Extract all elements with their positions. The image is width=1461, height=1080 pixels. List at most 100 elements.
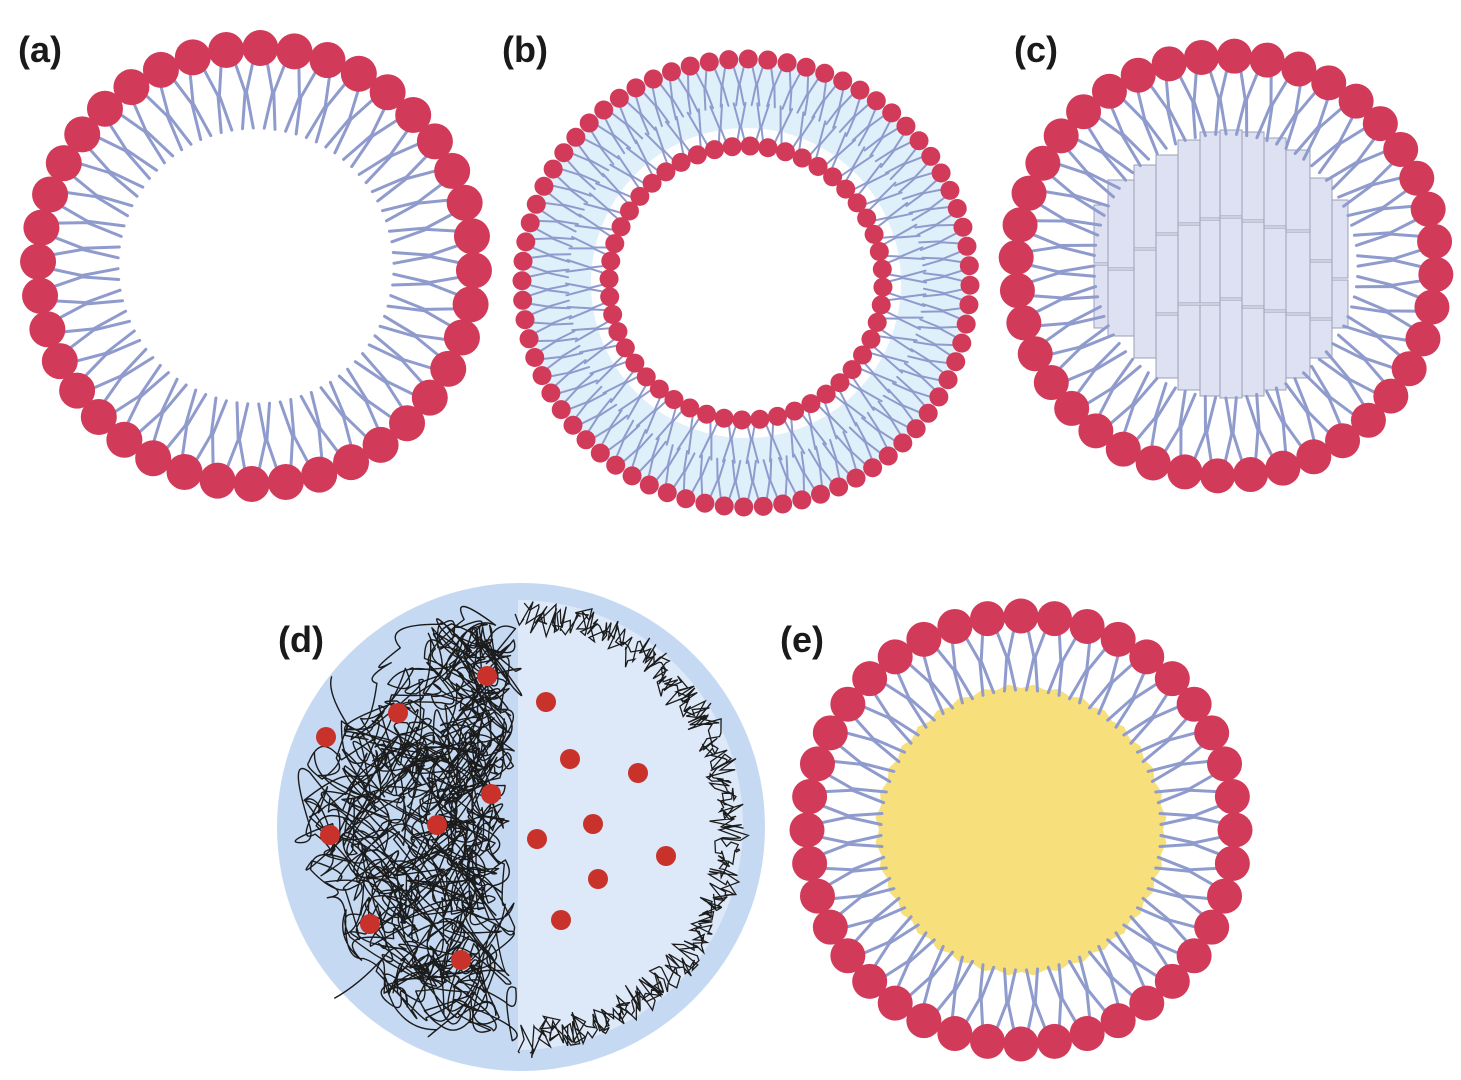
lipid-head (815, 63, 835, 83)
lipid-head (1120, 57, 1156, 93)
lipid-head (719, 50, 739, 70)
lipid-head (938, 370, 958, 390)
drug-dot (583, 814, 603, 834)
crystal-block (1155, 314, 1179, 379)
lipid-head (937, 608, 973, 644)
lipid-tail (1032, 199, 1102, 227)
lipid-head (792, 845, 828, 881)
crystal-block (1177, 304, 1201, 391)
lipid-tail (650, 82, 670, 124)
lipid-head (430, 350, 467, 387)
inner-lipid-head (722, 137, 742, 157)
lipid-tail (590, 409, 623, 441)
lipid-head (906, 419, 926, 439)
lipid-tail (756, 62, 765, 107)
lipid-head (953, 217, 973, 237)
lipid-tail (992, 967, 1009, 1037)
lipid-tail (872, 406, 904, 439)
lipid-tail (950, 633, 974, 701)
lipid-head (753, 496, 773, 516)
drug-dot (536, 692, 556, 712)
lipid-tail (1082, 119, 1135, 175)
lipid-head (1217, 812, 1253, 848)
lipid-tail (1030, 305, 1102, 328)
lipid-head (999, 273, 1035, 309)
lipid-head (20, 243, 57, 280)
lipid-tail (1158, 801, 1228, 818)
lipid-head (1194, 909, 1230, 945)
lipid-head (362, 426, 399, 463)
lipid-tail (889, 154, 927, 181)
lipid-tail (930, 955, 964, 1019)
lipid-head (929, 387, 949, 407)
panel-label-b: (b) (502, 29, 548, 70)
lipid-head (267, 463, 304, 500)
lipid-tail (1164, 70, 1187, 142)
lipid-head (106, 421, 143, 458)
lipid-head (1100, 1003, 1136, 1039)
lipid-tail (1293, 377, 1336, 440)
lipid-tail (391, 282, 466, 299)
lipid-tail (1222, 396, 1234, 471)
lipid-tail (190, 396, 218, 469)
lipid-tail (686, 69, 699, 113)
inner-lipid-head (842, 360, 862, 380)
drug-dot (656, 846, 676, 866)
lipid-tail (907, 355, 948, 376)
lipid-head (199, 462, 236, 499)
polymer-matrix (294, 605, 523, 1042)
lipid-tail (553, 172, 592, 197)
inner-lipid-head (758, 138, 778, 158)
polymer-wall (514, 601, 750, 1059)
lipid-tail (1116, 92, 1159, 155)
lipid-tail (564, 156, 600, 184)
crystal-block (1309, 177, 1333, 261)
lipid-head (1362, 106, 1398, 142)
lipid-head (1417, 223, 1453, 259)
lipid-tail (223, 401, 240, 476)
lipid-head (960, 275, 980, 295)
lipid-head (734, 497, 754, 517)
panel-label-a: (a) (18, 29, 62, 70)
lipid-tail (384, 197, 458, 223)
lipid-tail (816, 855, 886, 872)
inner-lipid-head (740, 136, 760, 156)
lipid-head (551, 400, 571, 420)
lipid-tail (1046, 965, 1063, 1035)
lipid-head (959, 256, 979, 276)
inner-lipid-head (808, 156, 828, 176)
lipid-tail (1356, 246, 1430, 261)
lipid-tail (238, 402, 250, 479)
lipid-tail (577, 398, 612, 427)
lipid-tail (602, 114, 631, 149)
lipid-head (22, 277, 59, 314)
lipid-head (1207, 878, 1243, 914)
lipid-tail (272, 56, 289, 131)
crystal-block (1263, 137, 1287, 227)
lipid-tail (544, 190, 585, 211)
lipid-tail (820, 770, 888, 794)
lipid-head (947, 198, 967, 218)
lipid-head (1265, 450, 1301, 486)
inner-lipid-head (823, 167, 843, 187)
lipid-tail (337, 374, 383, 438)
lipid-head (1129, 985, 1165, 1021)
inner-lipid-head (785, 401, 805, 421)
lipid-tail (392, 272, 469, 284)
lipid-tail (78, 338, 142, 384)
lipid-head (921, 146, 941, 166)
lipid-head (1216, 38, 1252, 74)
lipid-head (1036, 1023, 1072, 1059)
lipid-tail (1033, 623, 1050, 693)
lipid-tail (1087, 950, 1122, 1014)
lipid-tail (43, 266, 120, 277)
crystal-block (1241, 307, 1265, 397)
polymer-chain (303, 752, 516, 1038)
lipid-head (789, 812, 825, 848)
lipid-tail (131, 377, 179, 439)
lipid-tail (66, 170, 134, 208)
lipid-head (532, 366, 552, 386)
lipid-head (113, 69, 150, 106)
lipid-tail (633, 91, 657, 131)
lipid-head (1078, 413, 1114, 449)
